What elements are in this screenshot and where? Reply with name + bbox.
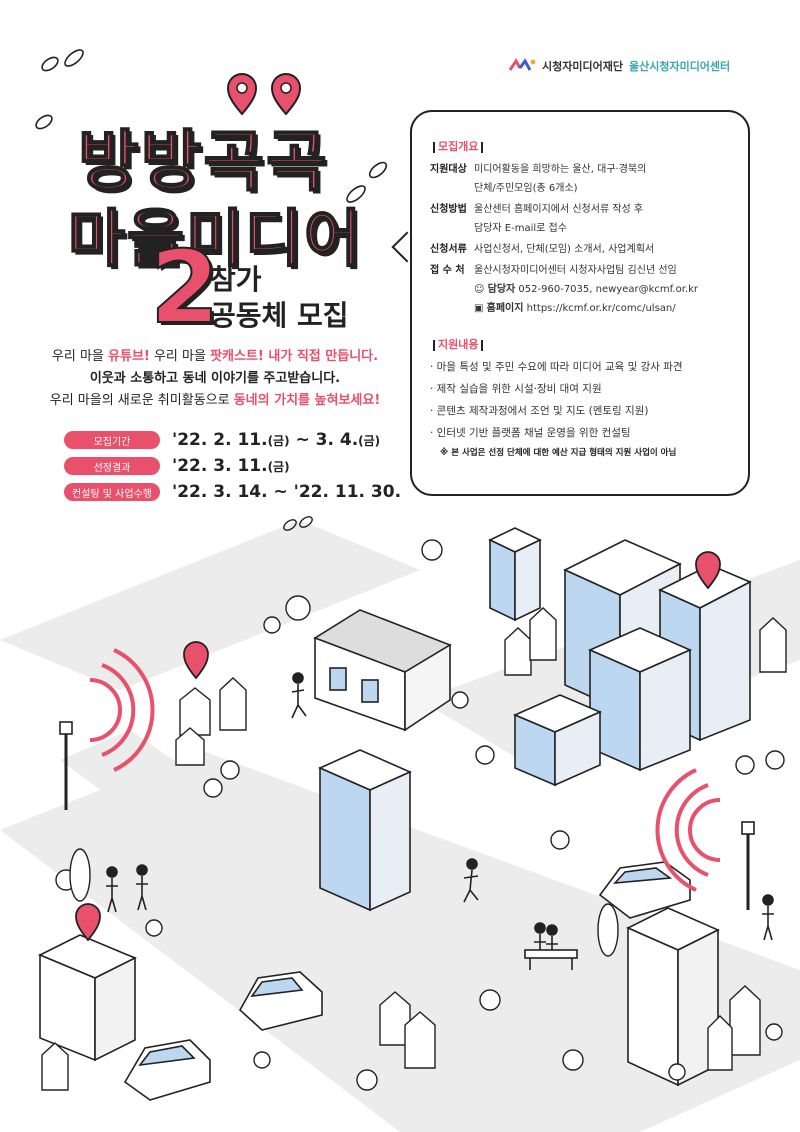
intro-text-part: 우리 마을의 새로운 취미활동으로	[49, 393, 234, 408]
monitor-icon: ▣	[474, 303, 484, 314]
building-icon	[318, 749, 412, 912]
title-number: 2	[149, 229, 221, 346]
intro-line-1: 우리 마을 유튜브! 우리 마을 팟캐스트! 내가 직접 만듭니다.	[40, 346, 390, 368]
info-row: 담당자 E-mail로 접수	[430, 219, 736, 238]
info-value: 담당자 E-mail로 접수	[474, 223, 567, 234]
title-line-1: 방방곡곡	[77, 122, 329, 201]
support-note: ※ 본 사업은 선정 단체에 대한 예산 지급 형태의 지원 사업이 아님	[440, 448, 677, 458]
car-icon	[123, 861, 691, 1101]
schedule-day: (금)	[267, 460, 290, 474]
tree-icon	[55, 539, 785, 1091]
intro-bold: 이웃과 소통하고 동네 이야기를 주고받습니다.	[89, 371, 341, 386]
intro-highlight: 팟캐스트! 내가 직접 만듭니다.	[210, 349, 379, 364]
intro-text: 우리 마을 유튜브! 우리 마을 팟캐스트! 내가 직접 만듭니다. 이웃과 소…	[40, 346, 390, 412]
support-item: · 콘텐츠 제작과정에서 조언 및 지도 (멘토링 지원)	[430, 405, 649, 417]
recruit-title: 모집개요	[438, 140, 479, 153]
info-value: 단체/주민모임(총 6개소)	[474, 183, 578, 194]
antenna-icon	[59, 721, 755, 910]
schedule-date: '22. 3. 11.	[172, 456, 268, 476]
intro-text-part: 우리 마을	[51, 349, 109, 364]
support-item: · 마을 특성 및 주민 수요에 따라 미디어 교육 및 강사 파견	[430, 361, 683, 373]
schedule-row: 선정결과 '22. 3. 11.(금)	[64, 456, 290, 476]
info-value: 미디어활동을 희망하는 울산, 대구·경북의	[474, 164, 647, 175]
recruit-heading: 모집개요	[430, 138, 736, 154]
location-pin-icon	[75, 551, 721, 942]
info-key: 접 수 처	[430, 265, 465, 276]
homepage-label: 홈페이지	[486, 303, 524, 314]
info-row: 단체/주민모임(총 6개소)	[430, 179, 736, 198]
building-icon	[626, 907, 720, 1087]
building-icon	[488, 527, 752, 787]
intro-highlight: 동네의 가치를 높혀보세요!	[233, 393, 381, 408]
schedule-label: 모집기간	[64, 431, 160, 449]
contact-value: 052-960-7035, newyear@kcmf.or.kr	[518, 284, 698, 295]
leaf-icon	[346, 161, 388, 203]
info-row: 신청방법 울산센터 홈페이지에서 신청서류 작성 후	[430, 200, 736, 219]
city-illustration	[0, 516, 800, 1132]
title-sub-2: 공동체 모집	[210, 299, 349, 332]
info-key: 신청서류	[430, 244, 467, 255]
support-title: 지원내용	[438, 338, 479, 351]
info-key: 지원대상	[430, 164, 467, 175]
info-value: 울산센터 홈페이지에서 신청서류 작성 후	[474, 204, 644, 215]
support-item: · 인터넷 기반 플랫폼 채널 운영을 위한 컨설팅	[430, 427, 631, 439]
person-icon: ☺	[474, 284, 485, 295]
schedule-row: 모집기간 '22. 2. 11.(금) ~ 3. 4.(금)	[64, 430, 380, 450]
info-box: 모집개요 지원대상 미디어활동을 희망하는 울산, 대구·경북의 단체/주민모임(…	[410, 110, 750, 496]
info-row: 신청서류 사업신청서, 단체(모임) 소개서, 사업계획서	[430, 240, 736, 259]
info-row: 지원대상 미디어활동을 희망하는 울산, 대구·경북의	[430, 160, 736, 179]
info-key: 신청방법	[430, 204, 467, 215]
contact-row: ☺ 담당자 052-960-7035, newyear@kcmf.or.kr	[430, 280, 736, 299]
intro-highlight: 유튜브!	[108, 349, 150, 364]
schedule-day: (금)	[267, 434, 290, 448]
leaf-icon	[35, 49, 84, 130]
schedule-day: (금)	[358, 434, 381, 448]
foundation-logo-icon	[508, 58, 536, 71]
signal-waves-icon	[89, 648, 721, 892]
info-value: 사업신청서, 단체(모임) 소개서, 사업계획서	[474, 244, 655, 255]
bench-icon	[524, 949, 578, 970]
schedule-label: 선정결과	[64, 457, 160, 475]
intro-line-3: 우리 마을의 새로운 취미활동으로 동네의 가치를 높혀보세요!	[40, 390, 390, 412]
building-icon	[38, 934, 137, 1062]
info-value: 울산시청자미디어센터 시청자사업팀 김신년 선임	[474, 265, 677, 276]
homepage-row: ▣ 홈페이지 https://kcmf.or.kr/comc/ulsan/	[430, 299, 736, 318]
title-line-2: 마을미디어	[67, 201, 364, 276]
schedule-label: 컨설팅 및 사업수행	[64, 483, 160, 501]
homepage-link[interactable]: https://kcmf.or.kr/comc/ulsan/	[526, 303, 676, 314]
schedule-date: '22. 2. 11.	[172, 430, 268, 450]
support-heading: 지원내용	[430, 336, 736, 352]
schedule-value: '22. 3. 14. ~ '22. 11. 30.	[172, 482, 402, 502]
logo-org: 시청자미디어재단	[542, 60, 623, 73]
schedule-row: 컨설팅 및 사업수행 '22. 3. 14. ~ '22. 11. 30.	[64, 482, 401, 502]
title-sub: 참가 공동체 모집	[210, 262, 349, 334]
house-icon	[313, 609, 452, 732]
logo-center: 울산시청자미디어센터	[628, 60, 731, 73]
location-pin-icon	[226, 73, 302, 116]
intro-line-2: 이웃과 소통하고 동네 이야기를 주고받습니다.	[40, 368, 390, 390]
contact-label: 담당자	[487, 284, 516, 295]
logo: 시청자미디어재단 울산시청자미디어센터	[508, 58, 730, 74]
intro-text-part: 우리 마을	[149, 349, 211, 364]
schedule-value: '22. 3. 11.(금)	[172, 456, 290, 476]
info-row: 접 수 처 울산시청자미디어센터 시청자사업팀 김신년 선임	[430, 261, 736, 280]
title-sub-1: 참가	[210, 263, 262, 296]
leaf-icon	[283, 516, 313, 531]
schedule-date: ~ 3. 4.	[289, 430, 359, 450]
schedule-value: '22. 2. 11.(금) ~ 3. 4.(금)	[172, 430, 380, 450]
small-house-icon	[41, 607, 787, 1091]
support-item: · 제작 실습을 위한 시설·장비 대여 지원	[430, 383, 602, 395]
